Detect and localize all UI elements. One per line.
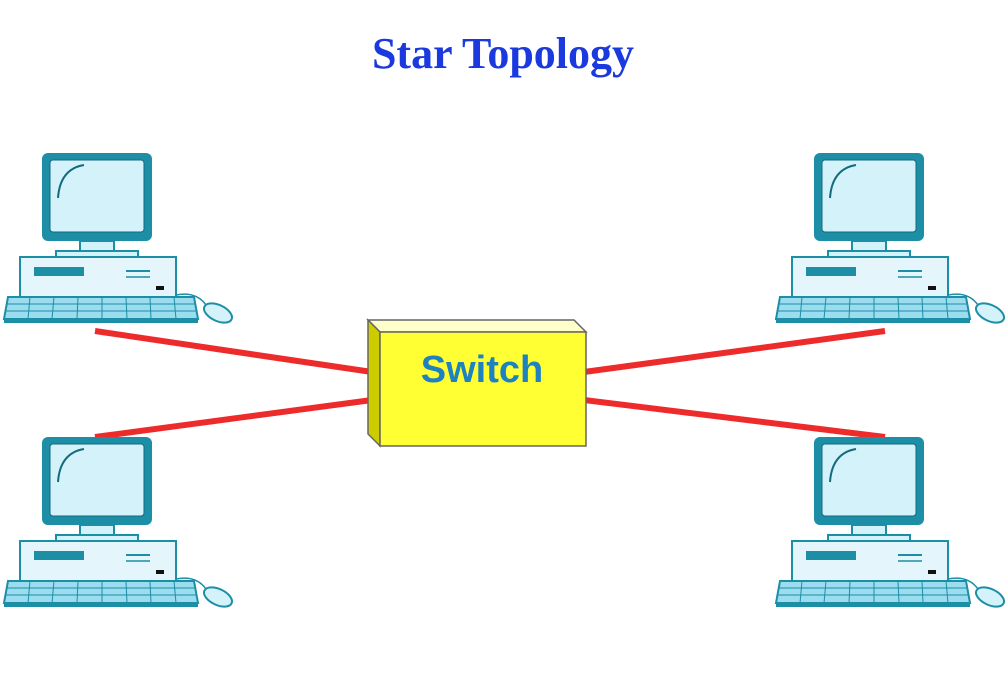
- switch-label: Switch: [421, 349, 543, 391]
- link-top-left: [94, 328, 373, 375]
- computer-icon-top-right: [775, 152, 1006, 328]
- link-bottom-right: [583, 397, 886, 440]
- link-top-right: [583, 328, 886, 375]
- link-bottom-left: [94, 397, 373, 440]
- switch-box: Switch: [366, 318, 588, 448]
- computer-icon-top-left: [3, 152, 236, 328]
- computer-icon-bottom-right: [775, 436, 1006, 612]
- page-title: Star Topology: [371, 29, 635, 78]
- computer-icon-bottom-left: [3, 436, 236, 612]
